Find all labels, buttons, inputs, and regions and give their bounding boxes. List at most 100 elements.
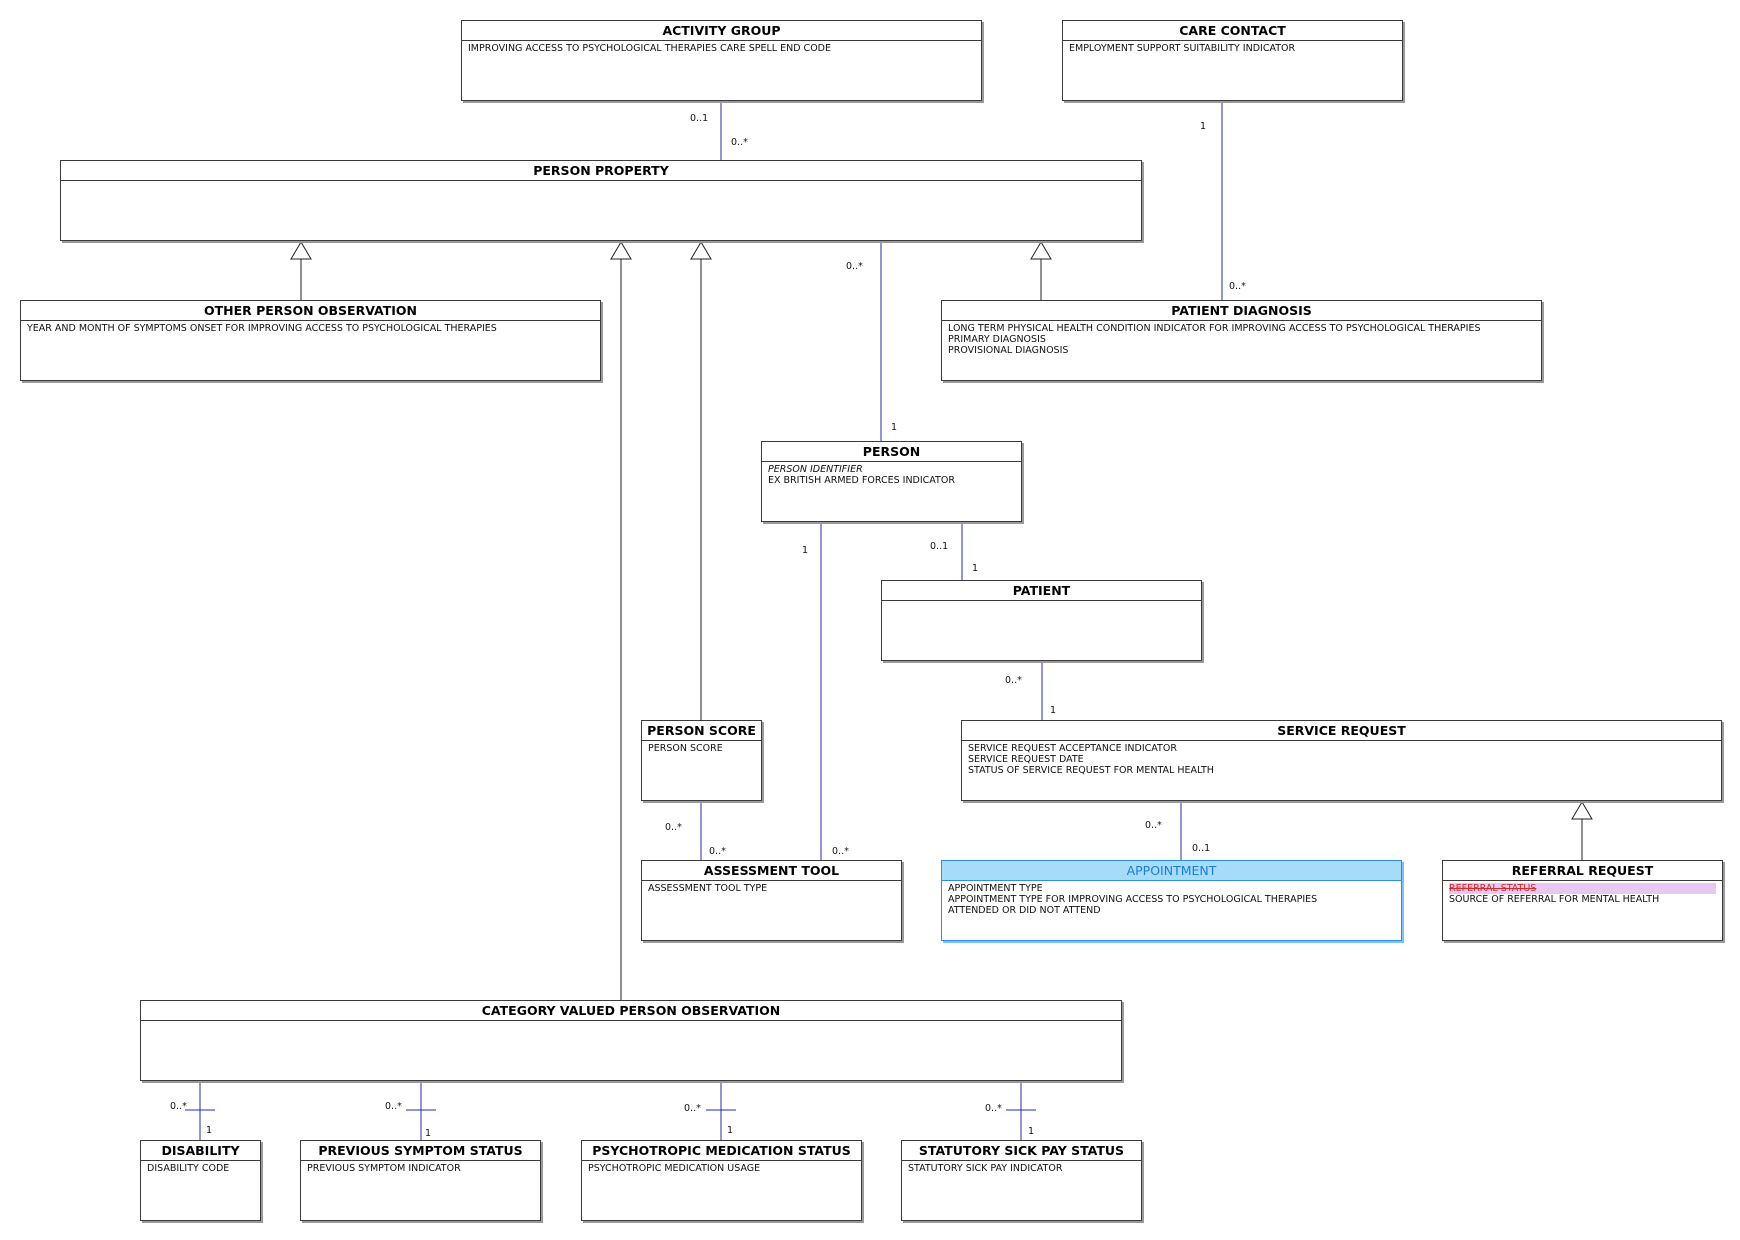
multiplicity-label: 0..* bbox=[1229, 281, 1246, 292]
class-title: APPOINTMENT bbox=[942, 861, 1401, 881]
multiplicity-label: 1 bbox=[425, 1128, 432, 1139]
multiplicity-label: 0..* bbox=[731, 137, 748, 148]
class-title: PATIENT DIAGNOSIS bbox=[942, 301, 1541, 321]
class-attributes: PREVIOUS SYMPTOM INDICATOR bbox=[301, 1161, 540, 1176]
class-title: DISABILITY bbox=[141, 1141, 260, 1161]
class-attribute: LONG TERM PHYSICAL HEALTH CONDITION INDI… bbox=[948, 323, 1481, 334]
class-box-person-property[interactable]: PERSON PROPERTY bbox=[60, 160, 1142, 241]
multiplicity-label: 1 bbox=[206, 1125, 213, 1136]
class-title: PERSON SCORE bbox=[642, 721, 761, 741]
class-title: OTHER PERSON OBSERVATION bbox=[21, 301, 600, 321]
class-attribute: DISABILITY CODE bbox=[147, 1163, 230, 1174]
generalization-arrowhead bbox=[610, 241, 632, 260]
class-attribute: STATUTORY SICK PAY INDICATOR bbox=[908, 1163, 1063, 1174]
class-attribute: REFERRAL STATUS bbox=[1449, 883, 1716, 894]
class-attributes: STATUTORY SICK PAY INDICATOR bbox=[902, 1161, 1141, 1176]
class-title: STATUTORY SICK PAY STATUS bbox=[902, 1141, 1141, 1161]
multiplicity-label: 0..1 bbox=[1192, 843, 1211, 854]
class-attributes: DISABILITY CODE bbox=[141, 1161, 260, 1176]
class-attribute: SOURCE OF REFERRAL FOR MENTAL HEALTH bbox=[1449, 894, 1660, 905]
class-box-other-person-observation[interactable]: OTHER PERSON OBSERVATION YEAR AND MONTH O… bbox=[20, 300, 601, 381]
class-title: CARE CONTACT bbox=[1063, 21, 1402, 41]
multiplicity-label: 1 bbox=[802, 545, 809, 556]
class-attributes bbox=[882, 601, 1201, 605]
class-title: CATEGORY VALUED PERSON OBSERVATION bbox=[141, 1001, 1121, 1021]
multiplicity-label: 0..* bbox=[985, 1103, 1002, 1114]
generalization-arrowhead bbox=[1030, 241, 1052, 260]
class-attribute: SERVICE REQUEST ACCEPTANCE INDICATOR bbox=[968, 743, 1177, 754]
class-attributes: YEAR AND MONTH OF SYMPTOMS ONSET FOR IMP… bbox=[21, 321, 600, 336]
class-box-care-contact[interactable]: CARE CONTACT EMPLOYMENT SUPPORT SUITABILI… bbox=[1062, 20, 1403, 101]
multiplicity-label: 0..* bbox=[846, 261, 863, 272]
multiplicity-label: 0..* bbox=[1145, 820, 1162, 831]
multiplicity-label: 0..1 bbox=[690, 113, 709, 124]
class-title: PERSON PROPERTY bbox=[61, 161, 1141, 181]
class-attribute: PREVIOUS SYMPTOM INDICATOR bbox=[307, 1163, 461, 1174]
class-attributes: PSYCHOTROPIC MEDICATION USAGE bbox=[582, 1161, 861, 1176]
multiplicity-label: 1 bbox=[1200, 121, 1207, 132]
multiplicity-label: 0..* bbox=[709, 846, 726, 857]
multiplicity-label: 0..1 bbox=[930, 541, 949, 552]
class-attribute: YEAR AND MONTH OF SYMPTOMS ONSET FOR IMP… bbox=[27, 323, 497, 334]
class-attribute: ASSESSMENT TOOL TYPE bbox=[648, 883, 768, 894]
class-title: SERVICE REQUEST bbox=[962, 721, 1721, 741]
multiplicity-label: 1 bbox=[972, 563, 979, 574]
class-attribute: PROVISIONAL DIAGNOSIS bbox=[948, 345, 1069, 356]
class-attribute: PRIMARY DIAGNOSIS bbox=[948, 334, 1046, 345]
class-box-patient[interactable]: PATIENT bbox=[881, 580, 1202, 661]
multiplicity-label: 1 bbox=[1028, 1126, 1035, 1137]
class-attribute: PERSON IDENTIFIER bbox=[768, 464, 863, 475]
class-box-previous-symptom-status[interactable]: PREVIOUS SYMPTOM STATUS PREVIOUS SYMPTOM … bbox=[300, 1140, 541, 1221]
generalization-arrowhead bbox=[690, 241, 712, 260]
class-attribute: IMPROVING ACCESS TO PSYCHOLOGICAL THERAP… bbox=[468, 43, 831, 54]
multiplicity-label: 0..* bbox=[385, 1101, 402, 1112]
class-attributes bbox=[61, 181, 1141, 185]
class-box-assessment-tool[interactable]: ASSESSMENT TOOL ASSESSMENT TOOL TYPE bbox=[641, 860, 902, 941]
generalization-arrowhead bbox=[1571, 801, 1593, 820]
class-title: PREVIOUS SYMPTOM STATUS bbox=[301, 1141, 540, 1161]
class-attributes bbox=[141, 1021, 1121, 1025]
class-attribute: EX BRITISH ARMED FORCES INDICATOR bbox=[768, 475, 955, 486]
multiplicity-label: 0..* bbox=[684, 1103, 701, 1114]
multiplicity-label: 0..* bbox=[170, 1101, 187, 1112]
class-box-activity-group[interactable]: ACTIVITY GROUP IMPROVING ACCESS TO PSYCHO… bbox=[461, 20, 982, 101]
class-box-person-score[interactable]: PERSON SCORE PERSON SCORE bbox=[641, 720, 762, 801]
class-attribute: SERVICE REQUEST DATE bbox=[968, 754, 1084, 765]
class-attribute: ATTENDED OR DID NOT ATTEND bbox=[948, 905, 1101, 916]
class-title: PATIENT bbox=[882, 581, 1201, 601]
class-attribute: EMPLOYMENT SUPPORT SUITABILITY INDICATOR bbox=[1069, 43, 1296, 54]
class-attributes: ASSESSMENT TOOL TYPE bbox=[642, 881, 901, 896]
class-attributes: PERSON SCORE bbox=[642, 741, 761, 756]
class-box-category-valued-person-observation[interactable]: CATEGORY VALUED PERSON OBSERVATION bbox=[140, 1000, 1122, 1081]
class-title: ACTIVITY GROUP bbox=[462, 21, 981, 41]
multiplicity-label: 1 bbox=[1050, 705, 1057, 716]
multiplicity-label: 0..* bbox=[832, 846, 849, 857]
multiplicity-label: 1 bbox=[891, 422, 898, 433]
class-attribute: PSYCHOTROPIC MEDICATION USAGE bbox=[588, 1163, 761, 1174]
class-attribute: APPOINTMENT TYPE bbox=[948, 883, 1043, 894]
class-attribute: STATUS OF SERVICE REQUEST FOR MENTAL HEA… bbox=[968, 765, 1214, 776]
class-box-patient-diagnosis[interactable]: PATIENT DIAGNOSIS LONG TERM PHYSICAL HEAL… bbox=[941, 300, 1542, 381]
class-attribute: APPOINTMENT TYPE FOR IMPROVING ACCESS TO… bbox=[948, 894, 1318, 905]
class-attributes: IMPROVING ACCESS TO PSYCHOLOGICAL THERAP… bbox=[462, 41, 981, 56]
class-attributes: LONG TERM PHYSICAL HEALTH CONDITION INDI… bbox=[942, 321, 1541, 358]
class-box-statutory-sick-pay-status[interactable]: STATUTORY SICK PAY STATUS STATUTORY SICK … bbox=[901, 1140, 1142, 1221]
class-title: PERSON bbox=[762, 442, 1021, 462]
generalization-arrowhead bbox=[290, 241, 312, 260]
class-attribute: PERSON SCORE bbox=[648, 743, 723, 754]
class-box-disability[interactable]: DISABILITY DISABILITY CODE bbox=[140, 1140, 261, 1221]
multiplicity-label: 0..* bbox=[1005, 675, 1022, 686]
class-title: ASSESSMENT TOOL bbox=[642, 861, 901, 881]
multiplicity-label: 0..* bbox=[665, 822, 682, 833]
